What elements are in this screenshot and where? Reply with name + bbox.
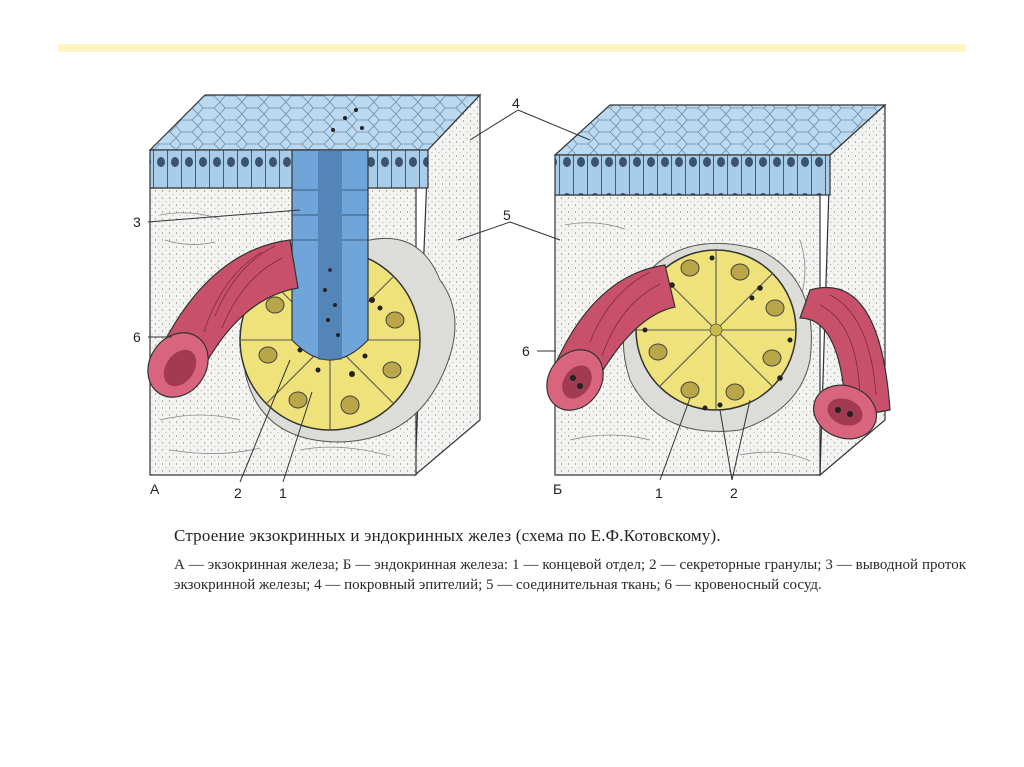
- gland-structure-diagram: 4 5 3 6 6 2 1 1 2 А Б: [0, 0, 1024, 520]
- epithelium-cell-row-b: [555, 155, 830, 195]
- label-5: 5: [503, 207, 511, 223]
- label-4: 4: [512, 95, 520, 111]
- panel-b-endocrine-gland: [535, 105, 890, 475]
- surface-epithelium-top: [150, 95, 480, 150]
- panel-a-exocrine-gland: [136, 95, 480, 475]
- label-1-a: 1: [279, 485, 287, 501]
- label-6-a: 6: [133, 329, 141, 345]
- epithelium-cell-row: [150, 150, 428, 188]
- figure-caption: Строение экзокринных и эндокринных желез…: [174, 526, 964, 546]
- label-3: 3: [133, 214, 141, 230]
- label-2-b: 2: [730, 485, 738, 501]
- surface-epithelium-top-b: [555, 105, 885, 155]
- panel-a-label: А: [150, 481, 160, 497]
- label-1-b: 1: [655, 485, 663, 501]
- label-2-a: 2: [234, 485, 242, 501]
- figure-legend: А — экзокринная железа; Б — эндокринная …: [174, 555, 966, 595]
- label-6-b: 6: [522, 343, 530, 359]
- panel-b-label: Б: [553, 481, 562, 497]
